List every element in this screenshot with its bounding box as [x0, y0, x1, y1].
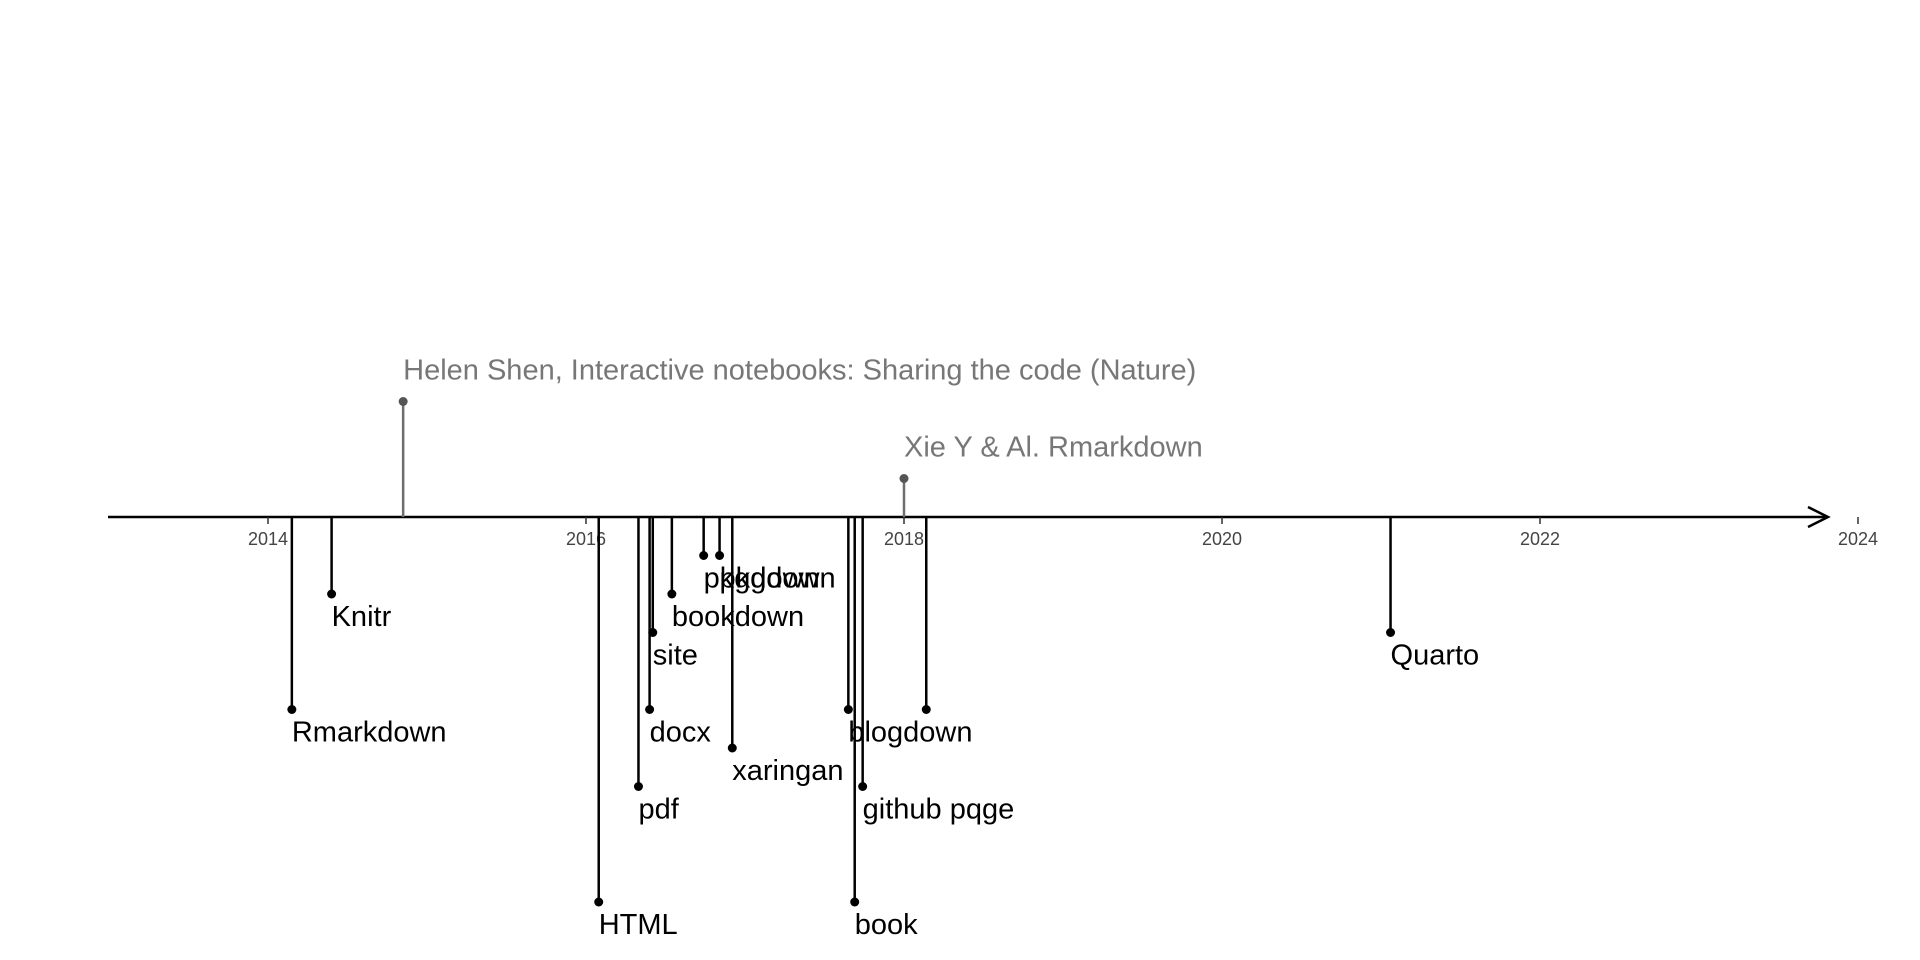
event-point: [850, 897, 860, 907]
event-label: xaringan: [732, 755, 843, 787]
publication-label: Xie Y & Al. Rmarkdown: [904, 432, 1203, 464]
event-point: [633, 782, 643, 791]
timeline-axis-arrow: [1807, 505, 1831, 529]
event-point: [667, 589, 677, 599]
event-point: [648, 628, 658, 637]
x-tick-label: 2024: [1838, 529, 1878, 549]
x-tick-label: 2014: [248, 529, 288, 549]
event-point: [287, 705, 297, 714]
event-label: pkgdown: [704, 563, 820, 595]
event-point: [843, 705, 853, 714]
event-label: Rmarkdown: [292, 717, 447, 749]
event-point: [699, 551, 709, 560]
event-label: book: [855, 909, 918, 941]
publication-point: [398, 397, 408, 406]
event-label: HTML: [599, 909, 678, 941]
x-tick-label: 2018: [884, 529, 924, 549]
event-point: [594, 897, 604, 907]
publication-point: [899, 474, 909, 483]
publications: Helen Shen, Interactive notebooks: Shari…: [398, 355, 1203, 517]
x-axis-ticks: 2014 2016 2018 2020 2022 2024: [248, 517, 1878, 549]
event-label: Quarto: [1391, 640, 1480, 672]
event-label: site: [653, 640, 698, 672]
x-tick-label: 2016: [566, 529, 606, 549]
event-label: bookdown: [672, 601, 804, 633]
event-point: [727, 743, 737, 753]
x-tick-label: 2022: [1520, 529, 1560, 549]
event-label: github pqge: [863, 794, 1015, 826]
x-tick-label: 2020: [1202, 529, 1242, 549]
event-point: [921, 705, 931, 714]
event-label: pdf: [638, 794, 679, 826]
event-point: [858, 782, 868, 791]
event-label: pkgdown: [720, 563, 836, 595]
event-label: Knitr: [332, 601, 392, 633]
event-point: [645, 705, 655, 714]
timeline-axis: [108, 505, 1831, 529]
event-label: blogdown: [848, 717, 972, 749]
event-label: docx: [650, 717, 712, 749]
event-point: [327, 589, 337, 599]
event-point: [715, 551, 725, 560]
event-point: [1386, 628, 1396, 637]
publication-label: Helen Shen, Interactive notebooks: Shari…: [403, 355, 1196, 387]
